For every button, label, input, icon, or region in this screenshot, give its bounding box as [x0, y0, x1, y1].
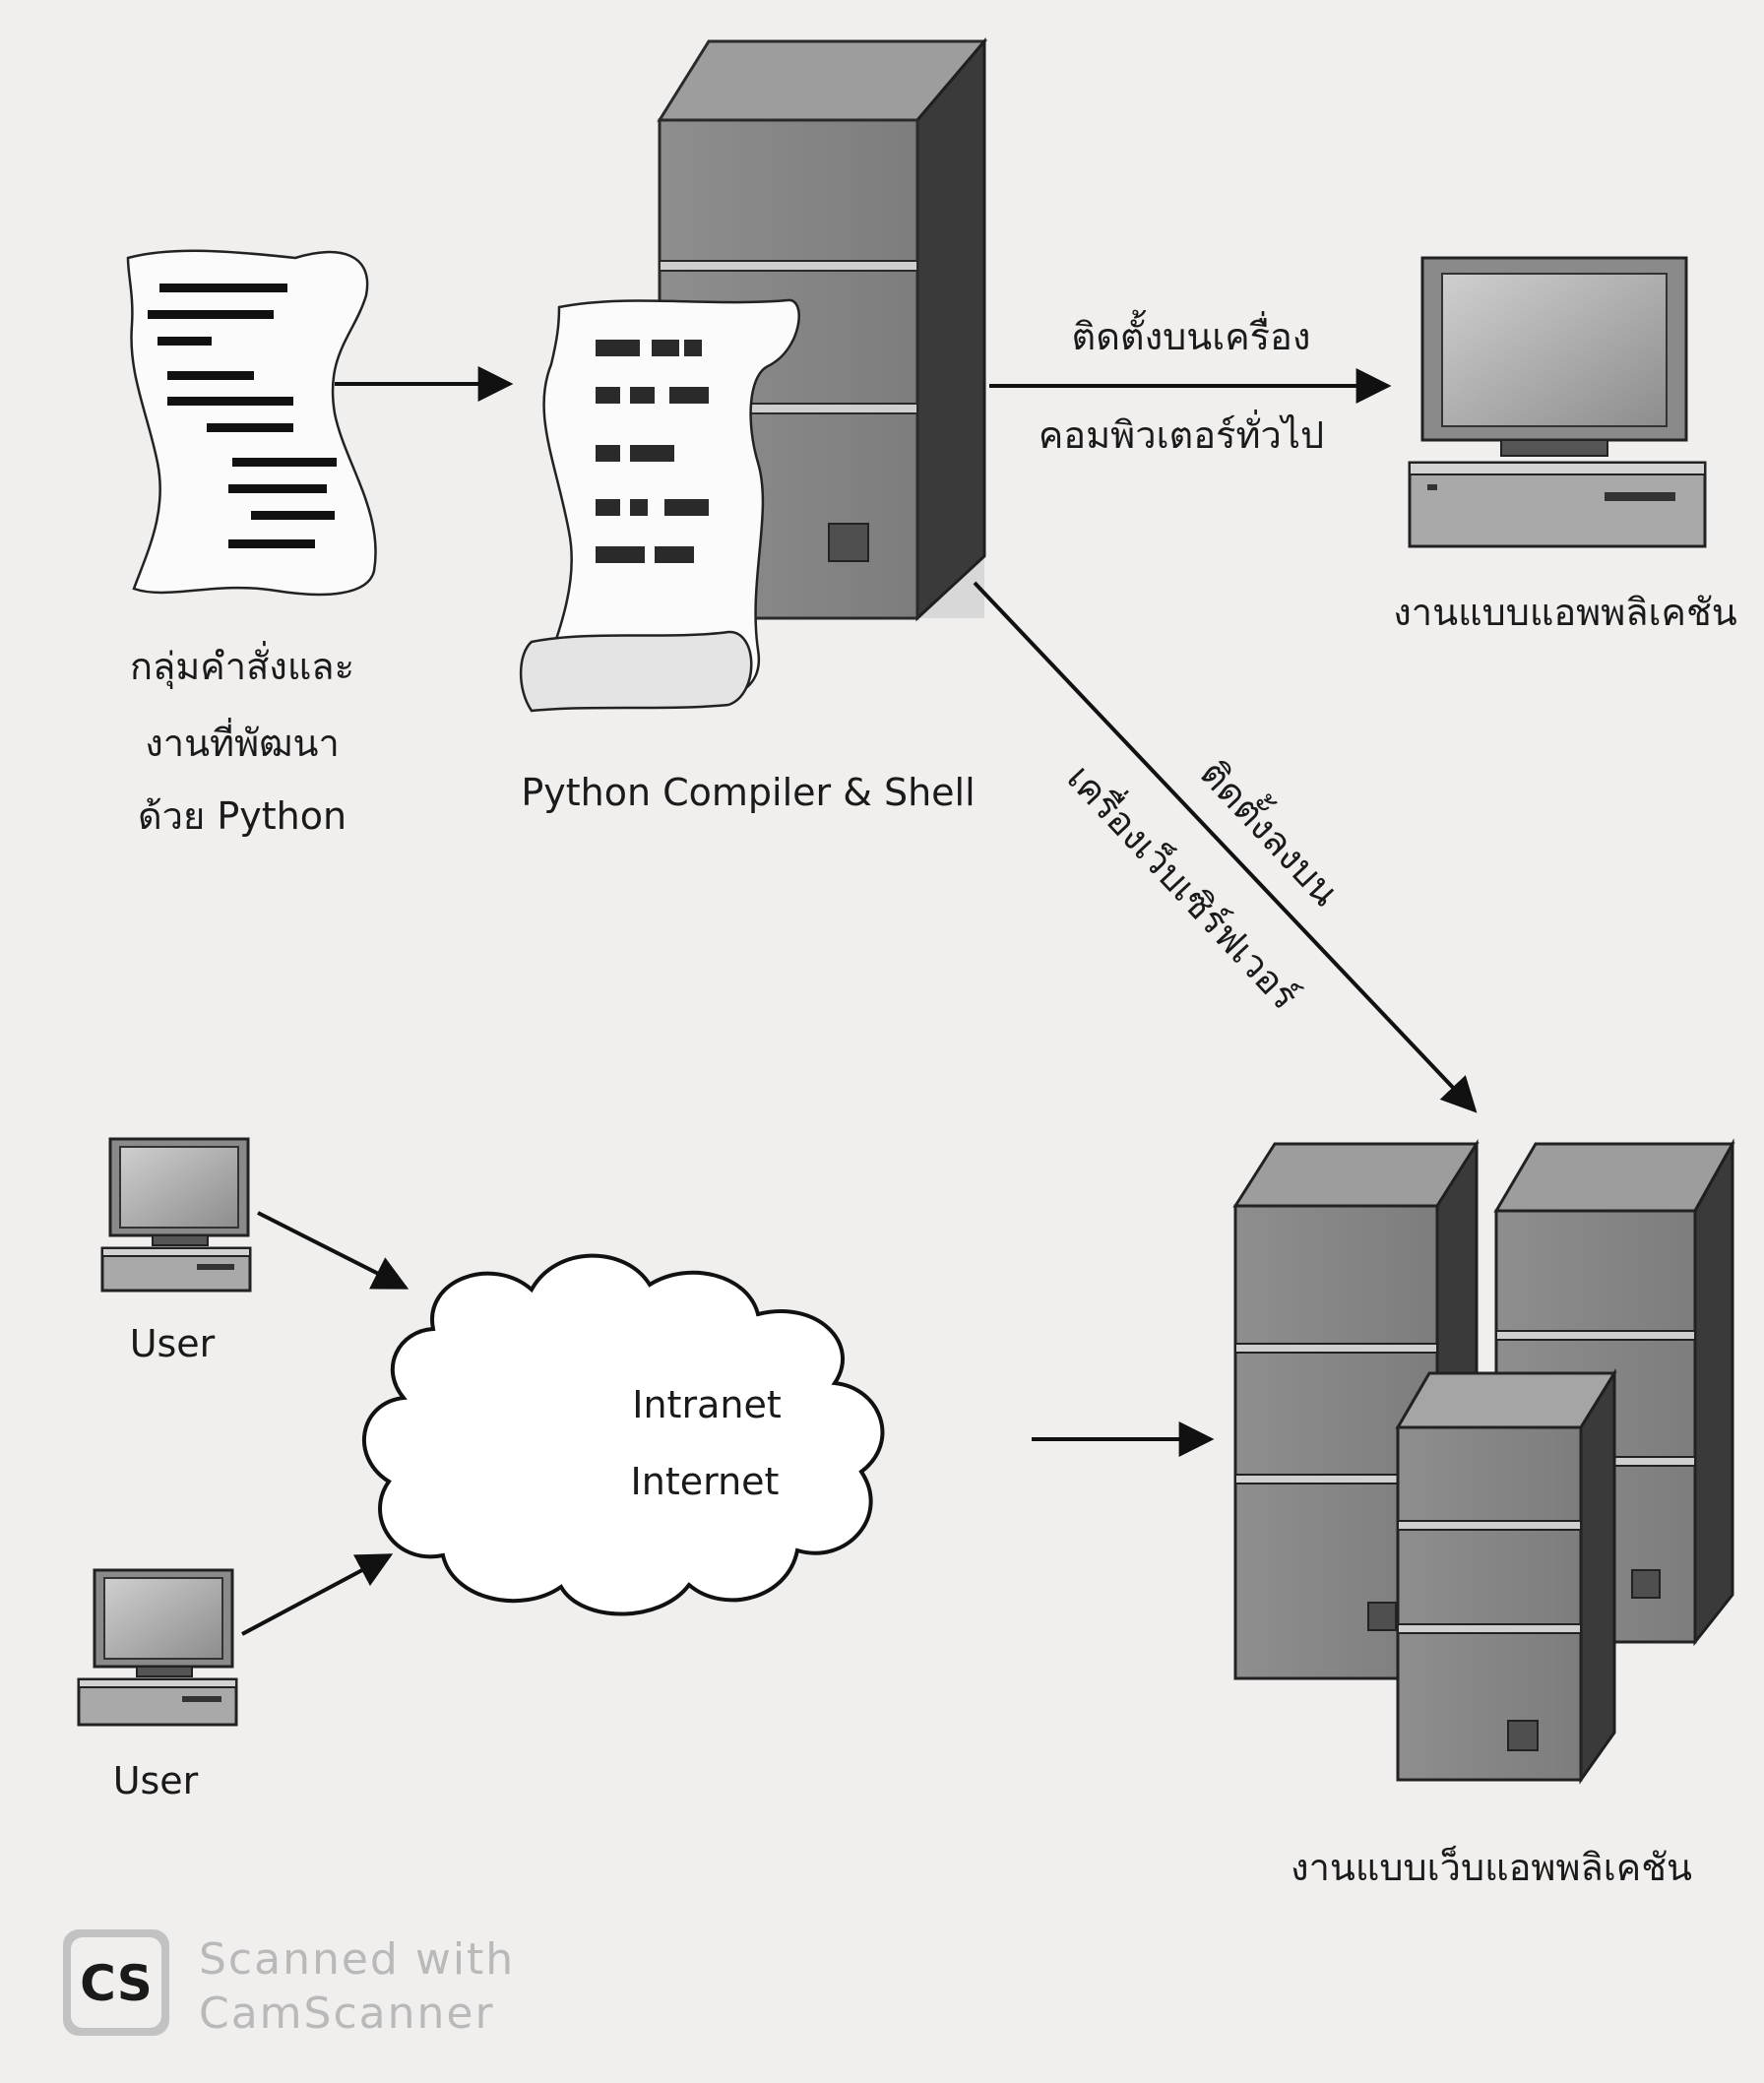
user-computer-icon [100, 1137, 252, 1293]
compiler-label: Python Compiler & Shell [521, 771, 975, 814]
network-label-internet: Internet [631, 1460, 780, 1503]
desktop-arrow-label-line2: คอมพิวเตอร์ทั่วไป [1039, 410, 1324, 457]
source-label-line3: ด้วย Python [138, 794, 346, 838]
desktop-arrow-label-line1: ติดตั้งบนเครื่อง [1072, 309, 1311, 358]
web-app-label: งานแบบเว็บแอพพลิเคชัน [1291, 1845, 1692, 1889]
user-computer-icon [77, 1568, 238, 1727]
source-label-line2: งานที่พัฒนา [145, 718, 340, 765]
server-arrow-label-line2: เครื่องเว็บเซิร์ฟเวอร์ [1059, 754, 1310, 1018]
desktop-app-label: งานแบบแอพพลิเคชัน [1393, 591, 1737, 634]
arrow-user1-to-network [257, 1211, 410, 1290]
web-server-cluster-icon [1232, 1138, 1735, 1785]
arrow-user2-to-network [241, 1553, 394, 1636]
network-label-intranet: Intranet [632, 1383, 781, 1426]
compiler-server-tower-icon [657, 36, 988, 622]
watermark-line1: Scanned with [199, 1934, 515, 1985]
arrow-compiler-to-webserver [973, 581, 1478, 1113]
watermark-line2: CamScanner [199, 1988, 495, 2039]
user2-label: User [113, 1759, 199, 1802]
source-code-document-icon [126, 249, 377, 597]
desktop-computer-icon [1408, 256, 1707, 548]
camscanner-watermark: CS Scanned with CamScanner [63, 1929, 515, 2039]
camscanner-badge-text: CS [80, 1955, 153, 2012]
web-server-tower-icon [1395, 1367, 1617, 1785]
network-cloud-icon [362, 1253, 885, 1616]
compiled-code-document-icon [519, 298, 800, 713]
user1-label: User [130, 1322, 216, 1365]
source-label-line1: กลุ่มคำสั่งและ [130, 641, 354, 689]
